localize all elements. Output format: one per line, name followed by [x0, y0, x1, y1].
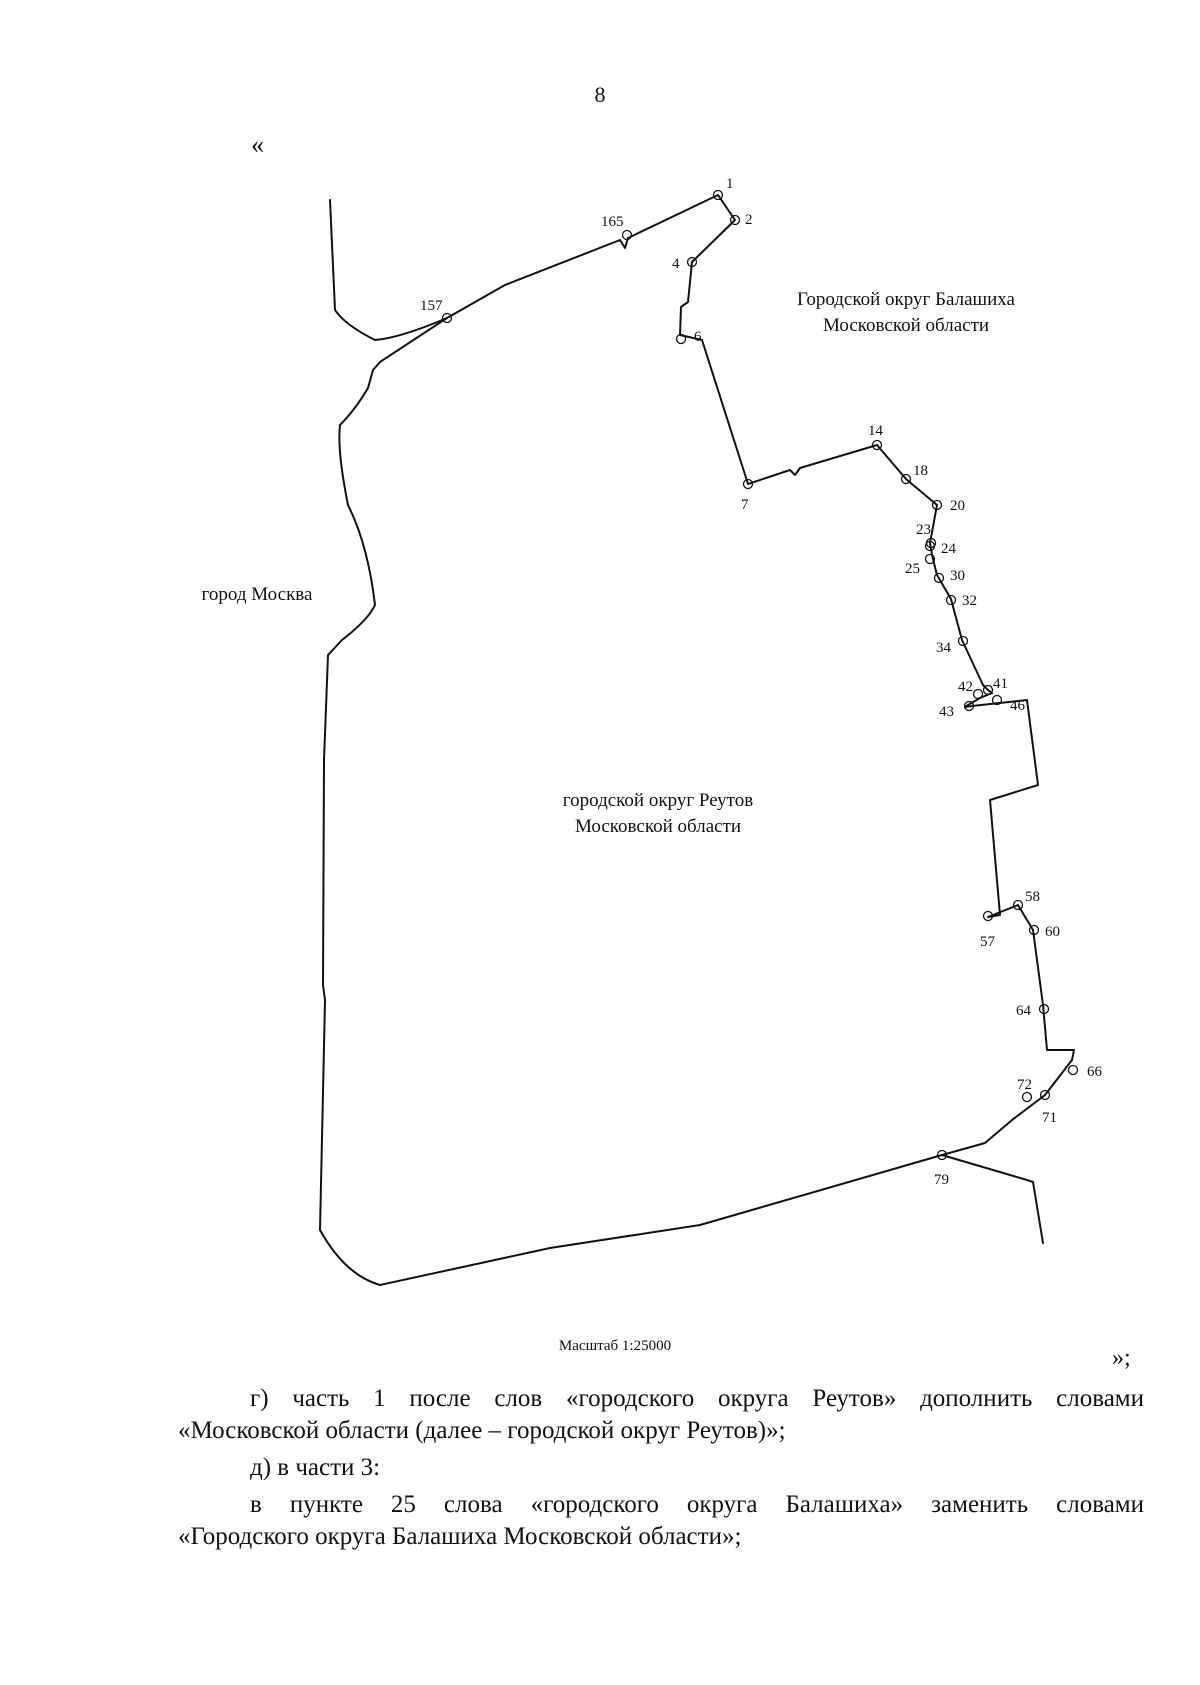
point-label-79: 79	[934, 1172, 949, 1188]
point-label-20: 20	[950, 498, 965, 514]
point-label-4: 4	[672, 256, 680, 272]
boundary-moscow-north	[329, 199, 448, 341]
point-label-58: 58	[1025, 889, 1040, 905]
boundary-point-marker	[982, 684, 994, 696]
point-label-25: 25	[905, 561, 920, 577]
point-label-165: 165	[601, 214, 624, 230]
boundary-point-marker	[957, 635, 969, 647]
point-label-24: 24	[941, 541, 957, 557]
point-label-14: 14	[868, 423, 884, 439]
point-label-32: 32	[962, 593, 977, 609]
boundary-point-marker	[742, 478, 754, 490]
boundary-point-marker	[991, 694, 1003, 706]
boundary-point-marker	[1067, 1064, 1079, 1076]
boundary-point-marker	[712, 189, 724, 201]
boundary-point-marker	[933, 572, 945, 584]
paragraph-item-g-line1: г) часть 1 после слов «городского округа…	[250, 1385, 1144, 1412]
boundary-point-marker	[675, 333, 687, 345]
point-label-30: 30	[950, 568, 965, 584]
point-label-41: 41	[993, 676, 1008, 692]
point-label-6: 6	[694, 329, 702, 345]
opening-quote: «	[251, 130, 264, 159]
point-label-157: 157	[420, 298, 443, 314]
boundary-point-marker	[1039, 1089, 1051, 1101]
boundary-point-marker	[900, 473, 912, 485]
paragraph-item-d: д) в части 3:	[250, 1454, 381, 1481]
boundary-point-marker	[924, 540, 936, 552]
boundary-point-marker	[1028, 924, 1040, 936]
map-scale: Масштаб 1:25000	[558, 1338, 672, 1354]
point-label-57: 57	[980, 934, 996, 950]
point-label-2: 2	[745, 212, 753, 228]
point-label-18: 18	[913, 463, 928, 479]
point-label-43: 43	[939, 704, 954, 720]
boundary-point-marker	[931, 499, 943, 511]
paragraph-item-g-line2: «Московской области (далее – городской о…	[178, 1417, 786, 1444]
region-label-reutov-subtitle: Московской области	[575, 816, 741, 837]
boundary-point-marker	[621, 229, 633, 241]
point-label-66: 66	[1087, 1064, 1103, 1080]
boundary-point-marker	[729, 214, 741, 226]
paragraph-item-d-sub-line1: в пункте 25 слова «городского округа Бал…	[250, 1491, 1144, 1518]
point-label-72: 72	[1017, 1077, 1032, 1093]
boundary-point-marker	[441, 312, 453, 324]
boundary-moscow-southeast	[941, 1154, 1044, 1244]
boundary-point-marker	[972, 688, 984, 700]
region-label-balashikha: Городской округ Балашиха	[797, 289, 1016, 310]
boundary-point-marker	[963, 700, 975, 712]
point-label-1: 1	[726, 176, 734, 192]
boundary-point-marker	[982, 910, 994, 922]
region-label-reutov: городской округ Реутов	[563, 790, 753, 811]
boundary-point-marker	[686, 256, 698, 268]
point-label-46: 46	[1010, 698, 1026, 714]
boundary-point-marker	[1021, 1091, 1033, 1103]
boundary-reutov	[319, 194, 1075, 1286]
boundary-map: 1 2 4 6 7 14 18 20 23 24 25 30 32 34 41 …	[202, 176, 1103, 1286]
boundary-point-marker	[871, 439, 883, 451]
point-label-23: 23	[916, 522, 931, 538]
point-label-71: 71	[1042, 1110, 1057, 1126]
point-label-34: 34	[936, 640, 952, 656]
boundary-point-marker	[936, 1149, 948, 1161]
boundary-point-marker	[1038, 1003, 1050, 1015]
point-label-7: 7	[741, 497, 749, 513]
page-number: 8	[594, 82, 606, 107]
paragraph-item-d-sub-line2: «Городского округа Балашиха Московской о…	[178, 1523, 742, 1550]
closing-quote: »;	[1112, 1345, 1131, 1371]
point-label-64: 64	[1016, 1003, 1032, 1019]
boundary-point-marker	[945, 594, 957, 606]
point-label-42: 42	[958, 679, 973, 695]
boundary-point-marker	[1012, 899, 1024, 911]
region-label-balashikha-subtitle: Московской области	[823, 315, 989, 336]
point-label-60: 60	[1045, 924, 1060, 940]
boundary-point-marker	[924, 553, 936, 565]
region-label-moscow: город Москва	[202, 584, 313, 605]
